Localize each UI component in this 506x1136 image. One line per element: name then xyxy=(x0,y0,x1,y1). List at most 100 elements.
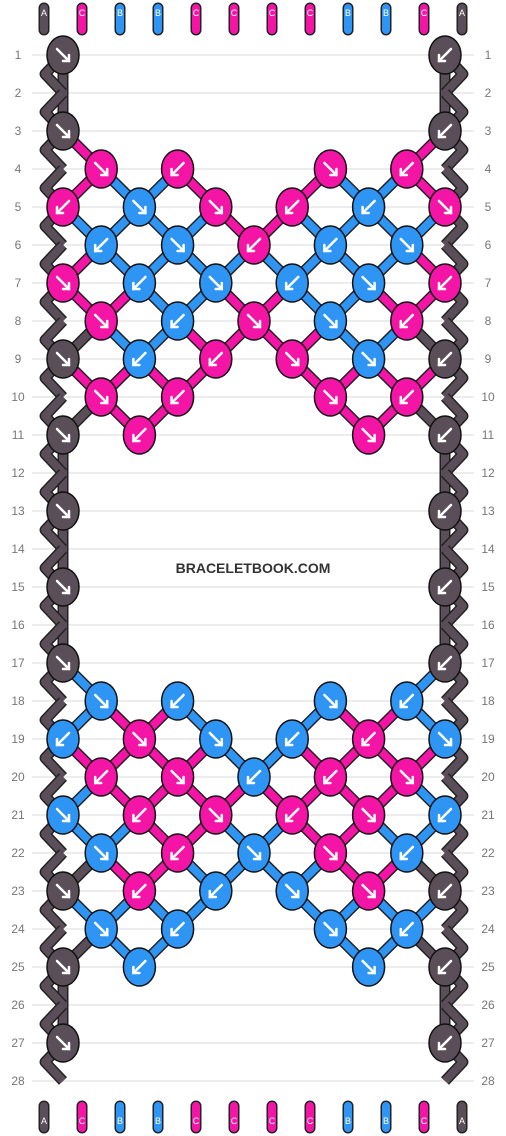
string-color-label: C xyxy=(269,8,276,18)
row-number-left: 22 xyxy=(11,846,25,860)
row-number-right: 10 xyxy=(481,390,495,404)
knot xyxy=(390,833,424,873)
arrow-head-icon xyxy=(252,851,262,861)
arrow-head-icon xyxy=(399,927,409,937)
knot xyxy=(160,149,195,189)
string-color-label: B xyxy=(117,8,123,18)
string-color-label: A xyxy=(41,1116,47,1126)
string-color-label: B xyxy=(345,1116,351,1126)
knot xyxy=(122,187,157,227)
knot xyxy=(351,415,386,455)
string-color-label: C xyxy=(79,8,86,18)
row-number-right: 9 xyxy=(485,352,492,366)
arrow-down-left-icon xyxy=(132,959,147,975)
arrow-down-right-icon xyxy=(323,313,338,329)
row-number-left: 4 xyxy=(15,162,22,176)
string-color-label: B xyxy=(155,8,161,18)
knot xyxy=(84,757,118,797)
arrow-down-right-icon xyxy=(132,199,147,215)
arrow-down-left-icon xyxy=(284,275,300,291)
watermark-text: BRACELETBOOK.COM xyxy=(176,560,331,576)
arrow-down-right-icon xyxy=(323,693,338,709)
arrow-head-icon xyxy=(443,205,453,215)
arrow-head-icon xyxy=(138,205,147,215)
row-number-left: 1 xyxy=(15,48,22,62)
knot xyxy=(122,871,157,911)
arrow-down-right-icon xyxy=(55,959,71,975)
knot xyxy=(46,111,80,151)
arrow-head-icon xyxy=(61,585,71,595)
string-color-label: C xyxy=(231,1116,238,1126)
arrow-head-icon xyxy=(208,889,218,899)
knot xyxy=(313,833,348,873)
knot xyxy=(84,301,118,341)
row-number-right: 7 xyxy=(485,276,492,290)
arrow-head-icon xyxy=(61,661,71,671)
arrow-head-icon xyxy=(93,775,103,785)
arrow-down-left-icon xyxy=(284,731,300,747)
arrow-head-icon xyxy=(405,243,415,253)
arrow-head-icon xyxy=(61,53,71,63)
knot xyxy=(390,681,424,721)
arrow-head-icon xyxy=(361,205,370,215)
arrow-down-right-icon xyxy=(208,731,224,747)
arrow-head-icon xyxy=(99,851,109,861)
arrow-down-right-icon xyxy=(361,883,376,899)
knot xyxy=(428,35,462,75)
arrow-down-right-icon xyxy=(323,161,338,177)
row-number-left: 12 xyxy=(11,466,25,480)
row-number-right: 3 xyxy=(485,124,492,138)
arrow-head-icon xyxy=(284,813,294,823)
string-color-label: C xyxy=(269,1116,276,1126)
arrow-head-icon xyxy=(437,889,447,899)
knot-layer xyxy=(46,35,462,1063)
row-number-right: 8 xyxy=(485,314,492,328)
arrow-head-icon xyxy=(437,433,447,443)
row-number-left: 24 xyxy=(11,922,25,936)
knot xyxy=(313,377,348,417)
row-number-right: 22 xyxy=(481,846,495,860)
knot xyxy=(46,719,80,759)
row-number-left: 6 xyxy=(15,238,22,252)
arrow-down-right-icon xyxy=(437,731,453,747)
row-number-left: 25 xyxy=(11,960,25,974)
knot xyxy=(122,339,157,379)
arrow-head-icon xyxy=(61,889,71,899)
arrow-down-right-icon xyxy=(93,161,109,177)
arrow-down-right-icon xyxy=(323,921,338,937)
arrow-head-icon xyxy=(176,775,185,785)
arrow-down-right-icon xyxy=(170,237,185,253)
knot xyxy=(46,415,80,455)
knot xyxy=(313,225,348,265)
arrow-head-icon xyxy=(437,1041,447,1051)
row-number-left: 20 xyxy=(11,770,25,784)
arrow-head-icon xyxy=(132,813,141,823)
arrow-head-icon xyxy=(284,281,294,291)
arrow-head-icon xyxy=(367,813,376,823)
arrow-head-icon xyxy=(170,851,179,861)
row-number-right: 5 xyxy=(485,200,492,214)
arrow-down-left-icon xyxy=(399,313,415,329)
knot xyxy=(351,871,386,911)
arrow-head-icon xyxy=(170,319,179,329)
arrow-down-left-icon xyxy=(437,427,453,443)
arrow-down-right-icon xyxy=(55,503,71,519)
arrow-down-left-icon xyxy=(399,693,415,709)
arrow-head-icon xyxy=(246,775,256,785)
knot xyxy=(313,301,348,341)
row-number-left: 2 xyxy=(15,86,22,100)
arrow-head-icon xyxy=(367,281,376,291)
row-number-right: 6 xyxy=(485,238,492,252)
arrow-down-left-icon xyxy=(170,845,185,861)
knot xyxy=(46,1023,80,1063)
arrow-head-icon xyxy=(437,357,447,367)
arrow-head-icon xyxy=(329,395,338,405)
arrow-down-left-icon xyxy=(437,275,453,291)
row-number-right: 12 xyxy=(481,466,495,480)
arrow-head-icon xyxy=(399,395,409,405)
arrow-down-right-icon xyxy=(132,731,147,747)
arrow-down-right-icon xyxy=(361,807,376,823)
string-color-label: C xyxy=(421,8,428,18)
arrow-down-left-icon xyxy=(132,807,147,823)
